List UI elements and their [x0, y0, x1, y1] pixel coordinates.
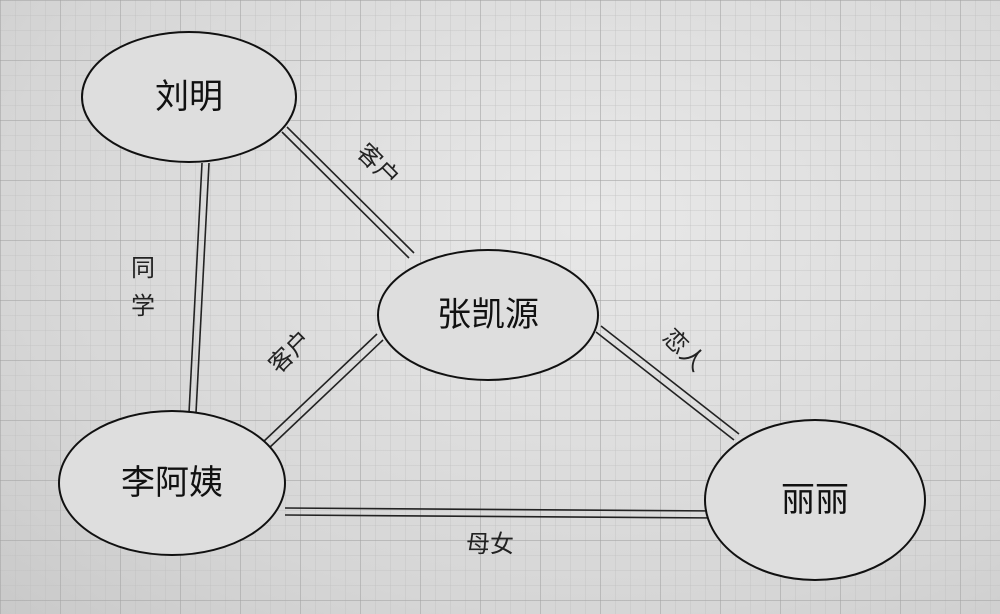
edge-label-liu-li-1: 同: [131, 254, 155, 282]
node-zhang-kaiyuan: 张凯源: [377, 249, 599, 381]
node-label-li-ayi: 李阿姨: [121, 463, 223, 503]
edge-label-li-zhang: 客户: [263, 325, 317, 379]
edge-label-liu-zhang: 客户: [351, 138, 405, 192]
edge-li-zhang: [261, 333, 384, 450]
node-liu-ming: 刘明: [81, 31, 297, 163]
edge-label-zhang-lili: 恋人: [657, 323, 711, 377]
node-lili: 丽丽: [704, 419, 926, 581]
edge-label-li-lili: 母女: [466, 530, 514, 558]
node-label-zhang-kaiyuan: 张凯源: [437, 295, 539, 335]
edge-label-liu-li-2: 学: [131, 292, 155, 320]
node-label-lili: 丽丽: [781, 480, 849, 520]
node-li-ayi: 李阿姨: [58, 410, 286, 556]
node-label-liu-ming: 刘明: [155, 77, 223, 117]
edge-liu-zhang: [281, 126, 415, 259]
edge-liu-li: [188, 162, 210, 414]
edge-zhang-lili: [595, 325, 740, 441]
edge-li-lili: [284, 507, 721, 519]
